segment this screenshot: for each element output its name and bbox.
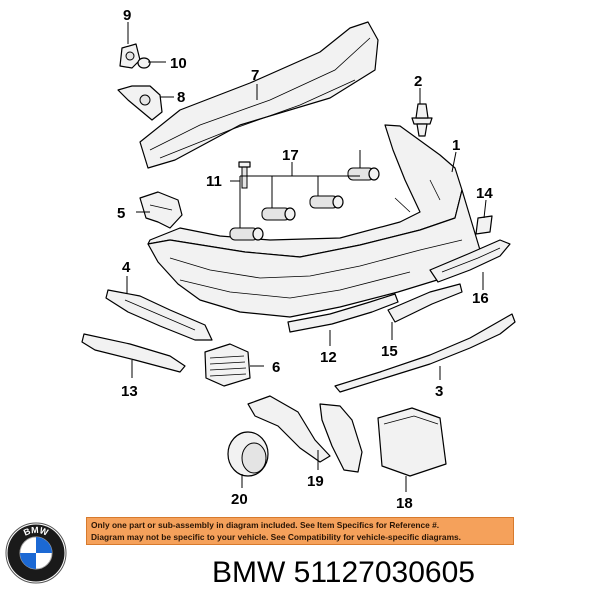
- notice-line-1: Only one part or sub-assembly in diagram…: [91, 520, 440, 530]
- part-number-label: BMW 51127030605: [212, 556, 475, 589]
- callout-8: 8: [177, 89, 185, 106]
- part-15-bracket: [387, 283, 463, 323]
- callout-10: 10: [170, 55, 187, 72]
- part-6-grille: [204, 343, 251, 387]
- callout-17: 17: [282, 147, 299, 164]
- part-4-side-bracket: [105, 289, 213, 341]
- part-11-bolt: [238, 161, 251, 189]
- part-14-clip: [475, 215, 493, 235]
- callout-13: 13: [121, 383, 138, 400]
- callout-1: 1: [452, 137, 460, 154]
- part-13-reflector: [81, 333, 186, 373]
- callout-16: 16: [472, 290, 489, 307]
- part-9-bushing: [119, 43, 141, 69]
- part-1-bumper-cover: [147, 124, 481, 318]
- part-2-push-pin: [411, 103, 433, 137]
- part-16-side-bracket: [429, 239, 511, 283]
- part-18-control-module: [377, 407, 447, 477]
- callout-labels: 9 10 8 7 2 1 17 11 5 14 4 16 12 15 13 6 …: [117, 7, 493, 512]
- parts-diagram: 9 10 8 7 2 1 17 11 5 14 4 16 12 15 13 6 …: [81, 7, 516, 512]
- callout-19: 19: [307, 473, 324, 490]
- part-3-lower-molding: [334, 313, 516, 393]
- callout-4: 4: [122, 259, 131, 276]
- diagram-notice-banner: Only one part or sub-assembly in diagram…: [86, 517, 514, 545]
- part-12-center-trim: [287, 293, 399, 333]
- callout-12: 12: [320, 349, 337, 366]
- callout-6: 6: [272, 359, 280, 376]
- callout-2: 2: [414, 73, 422, 90]
- callout-9: 9: [123, 7, 131, 24]
- callout-3: 3: [435, 383, 443, 400]
- part-20-trim-ring: [227, 431, 269, 477]
- part-17-parking-sensors: [229, 167, 380, 241]
- callout-7: 7: [251, 67, 259, 84]
- part-19-splash-shield: [247, 395, 363, 473]
- callout-14: 14: [476, 185, 493, 202]
- part-10-nut: [137, 57, 151, 69]
- part-5-bracket: [139, 191, 183, 229]
- callout-20: 20: [231, 491, 248, 508]
- part-8-bracket: [117, 85, 163, 121]
- leader-lines: [126, 22, 487, 492]
- callout-18: 18: [396, 495, 413, 512]
- bmw-logo-icon: BMW: [5, 522, 67, 584]
- callout-5: 5: [117, 205, 125, 222]
- part-7-bumper-reinforcement: [139, 21, 379, 169]
- callout-11: 11: [206, 173, 222, 190]
- notice-line-2: Diagram may not be specific to your vehi…: [91, 532, 462, 542]
- callout-15: 15: [381, 343, 398, 360]
